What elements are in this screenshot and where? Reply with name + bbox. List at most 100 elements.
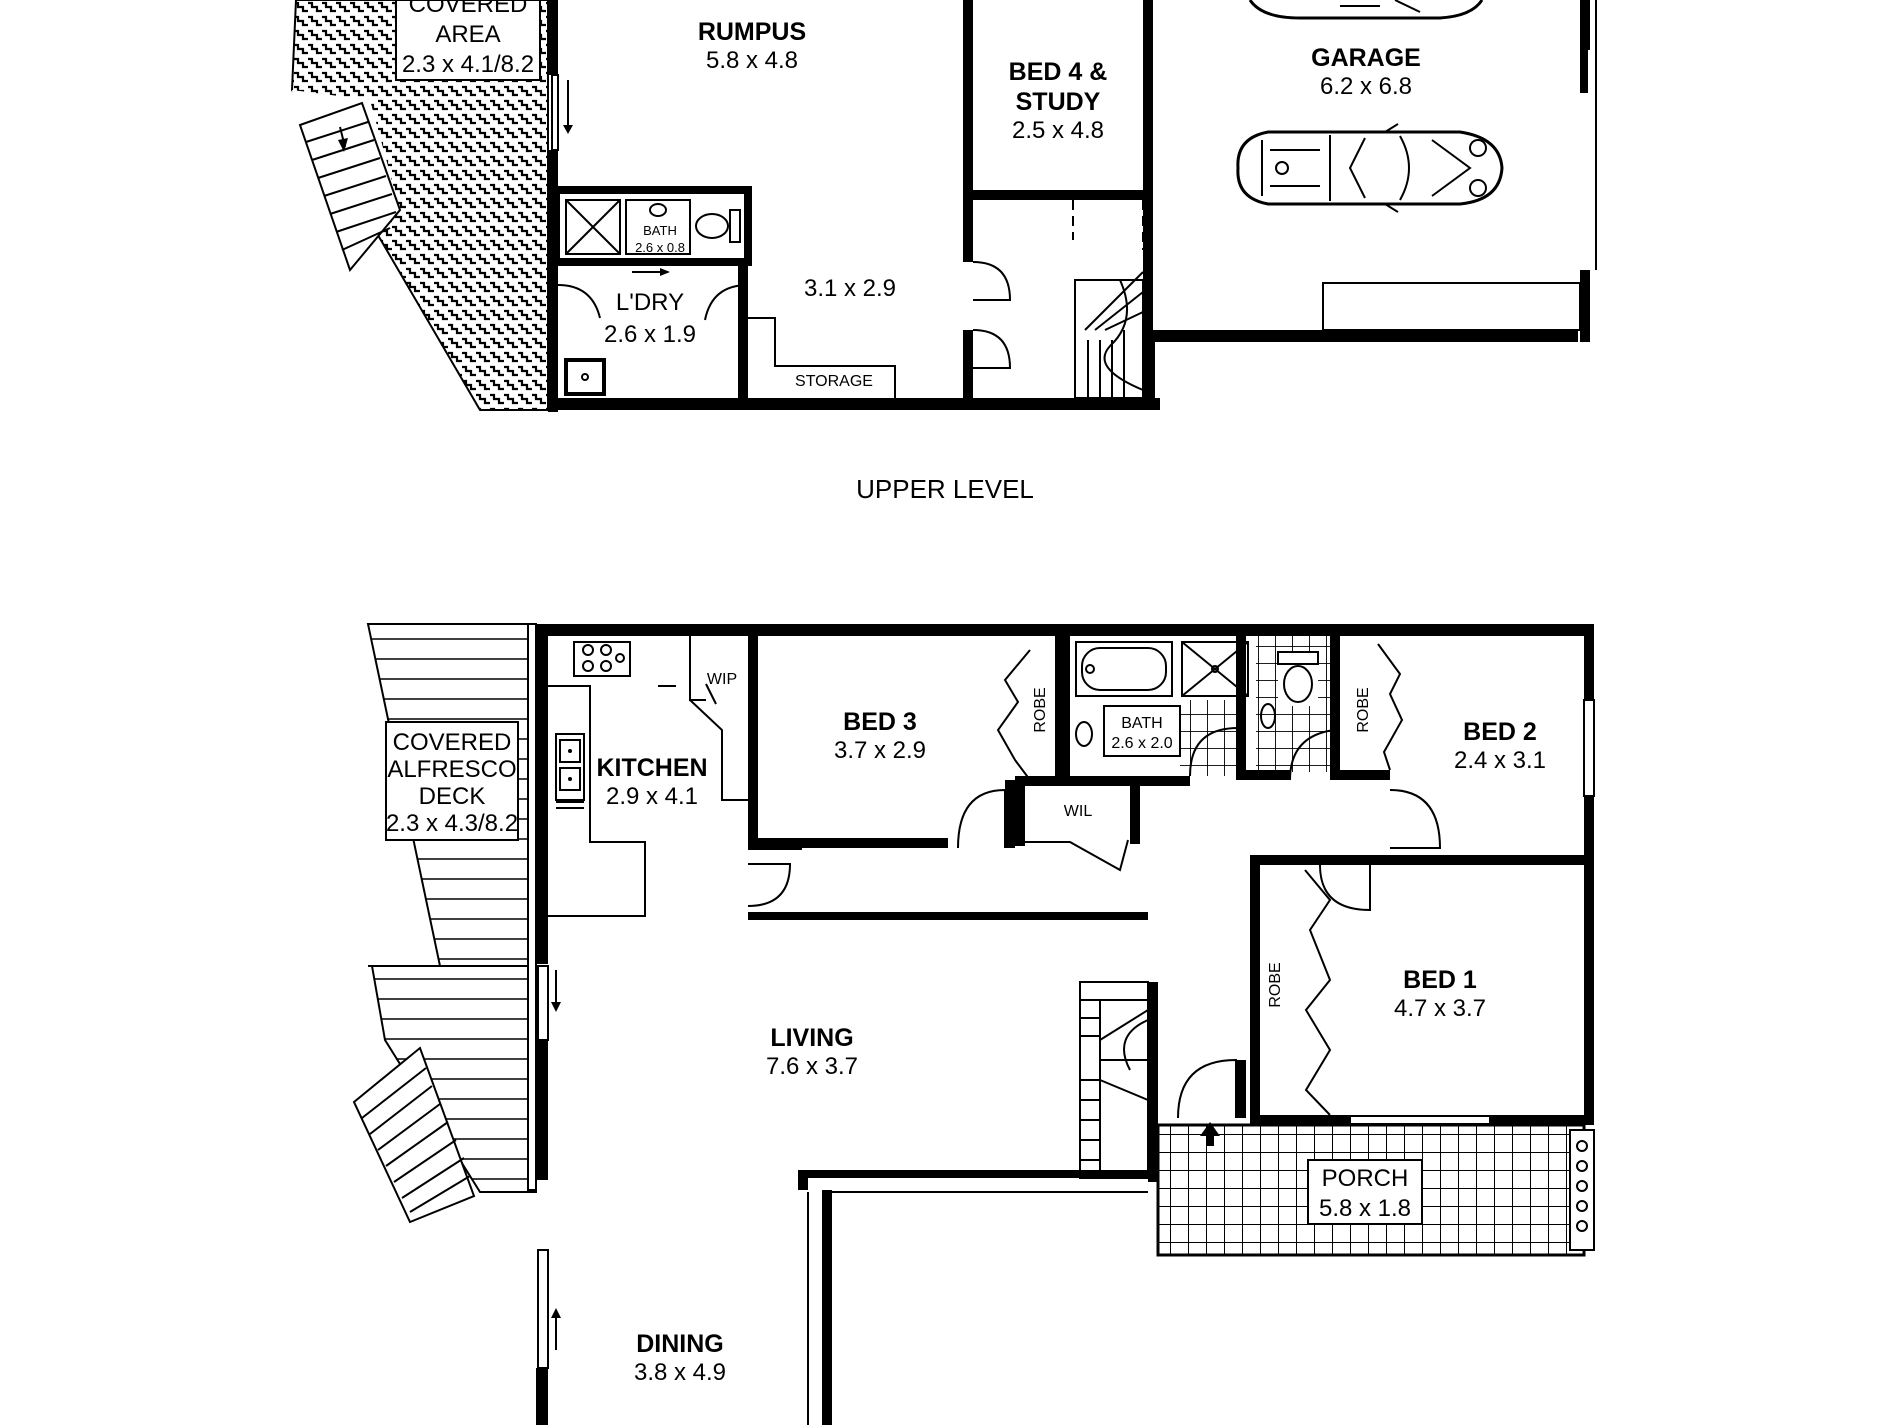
alfresco-label-box <box>385 721 519 841</box>
car-icon-upper <box>1248 0 1484 20</box>
porch-size: 5.8 x 1.8 <box>1319 1195 1411 1222</box>
lower-west-wall-low <box>536 1368 548 1425</box>
stair-enclosure-south <box>1143 330 1155 410</box>
lower-internal-stair <box>1079 981 1149 1179</box>
toilet-icon <box>695 213 729 239</box>
entry-door-swing <box>1177 1058 1237 1119</box>
basin-icon <box>649 203 667 217</box>
porch-label-box <box>1307 1159 1423 1225</box>
laundry-tub <box>564 358 606 396</box>
bed3-robe-wall <box>1005 780 1015 848</box>
bed2-south-wall <box>1380 855 1594 865</box>
garage-east-wall-top <box>1580 0 1590 50</box>
rumpus-east-wall-lower <box>963 330 973 410</box>
vanity-basin <box>1075 721 1093 747</box>
storage-label: STORAGE <box>795 373 873 390</box>
upper-bath-label: BATH <box>643 223 677 238</box>
kitchen-size: 2.9 x 4.1 <box>606 783 698 810</box>
bed4-box-west <box>963 0 973 200</box>
wil-label: WIL <box>1064 803 1093 820</box>
bed1-window <box>1349 1115 1491 1125</box>
upper-west-wall-top <box>548 0 558 75</box>
dining-size: 3.8 x 4.9 <box>634 1359 726 1386</box>
upper-level: COVERED AREA 2.3 x 4.1/8.2 <box>290 0 1597 504</box>
bed1-robe-label: ROBE <box>1267 962 1284 1007</box>
bed2-label: BED 2 <box>1463 718 1537 746</box>
lower-west-window <box>537 965 549 1041</box>
car-icon-lower <box>1236 123 1504 213</box>
laundry-label: L'DRY <box>616 289 684 316</box>
rumpus-size: 5.8 x 4.8 <box>706 47 798 74</box>
bed3-west-wall <box>748 636 758 846</box>
stair-enclosure-bottom <box>973 398 1155 410</box>
bed2-window <box>1583 699 1595 797</box>
corridor-stub <box>748 840 802 850</box>
lower-west-wall-mid <box>536 1040 548 1180</box>
bed3-robe-label: ROBE <box>1032 687 1049 732</box>
kitchen-bench <box>548 685 646 917</box>
porch-label: PORCH <box>1322 1165 1409 1192</box>
stair-east-wall <box>1148 982 1158 1182</box>
bed1-size: 4.7 x 3.7 <box>1394 995 1486 1022</box>
dining-east-wall <box>822 1190 832 1425</box>
wc-east-wall <box>1330 636 1340 780</box>
upper-level-title: UPPER LEVEL <box>856 474 1034 504</box>
alfresco-label-line1: COVERED <box>393 729 512 756</box>
living-size: 7.6 x 3.7 <box>766 1053 858 1080</box>
garage-east-wall-mid <box>1580 48 1588 93</box>
lower-external-stair <box>352 1046 476 1224</box>
garage-label: GARAGE <box>1311 44 1421 72</box>
storage-outline <box>748 317 896 398</box>
bed2-robe-doors <box>1377 643 1404 771</box>
covered-area-size: 2.3 x 4.1/8.2 <box>402 51 534 78</box>
covered-area-label-line2: AREA <box>435 21 500 48</box>
corridor-wall <box>748 912 1148 920</box>
lower-north-wall <box>536 624 1594 636</box>
bed1-west-wall <box>1250 855 1260 1125</box>
dining-label: DINING <box>636 1330 724 1358</box>
upper-internal-stair <box>1074 271 1144 399</box>
garage-south-wall <box>1143 330 1578 342</box>
garage-size: 6.2 x 6.8 <box>1320 73 1412 100</box>
kitchen-sink <box>555 733 585 801</box>
bed3-south-wall <box>748 838 948 848</box>
garage-east-wall-bottom <box>1580 270 1590 342</box>
wip-label: WIP <box>707 671 737 688</box>
bed3-robe-doors <box>996 649 1031 781</box>
upper-west-door-frame <box>551 74 559 151</box>
bed1-north-wall <box>1250 855 1380 865</box>
upper-west-wall-lower <box>548 150 558 412</box>
bath-tiles <box>1180 700 1236 776</box>
kitchen-label: KITCHEN <box>596 754 707 782</box>
alfresco-label-line3: DECK <box>419 783 486 810</box>
garage-west-wall <box>1143 200 1153 340</box>
bathtub <box>1075 641 1173 697</box>
bed4-label-line1: BED 4 & <box>1009 58 1108 86</box>
alfresco-size: 2.3 x 4.3/8.2 <box>386 810 518 837</box>
living-partition <box>798 1170 1148 1178</box>
alfresco-rail <box>527 623 537 1191</box>
covered-area-label-line1: COVERED <box>409 0 528 18</box>
bed4-box-east <box>1143 0 1153 200</box>
bed3-label: BED 3 <box>843 708 917 736</box>
bed4-size: 2.5 x 4.8 <box>1012 117 1104 144</box>
upper-bath-size: 2.6 x 0.8 <box>635 240 685 255</box>
lower-bath-label: BATH <box>1121 715 1162 732</box>
lower-toilet-icon <box>1283 665 1313 703</box>
wip-outline <box>689 636 756 801</box>
garage-bench <box>1322 282 1581 331</box>
cooktop <box>573 641 631 677</box>
bed2-size: 2.4 x 3.1 <box>1454 747 1546 774</box>
wc-south-wall <box>1236 770 1291 780</box>
wc-west-wall <box>1236 636 1246 778</box>
bed3-size: 3.7 x 2.9 <box>834 737 926 764</box>
dining-east-wall-a <box>798 1170 808 1190</box>
bed1-label: BED 1 <box>1403 966 1477 994</box>
lower-east-wall <box>1584 624 1594 1120</box>
covered-area-label-box <box>395 0 541 81</box>
lower-west-door <box>537 1249 549 1369</box>
wil-east-wall <box>1130 776 1140 844</box>
bed4-label-line2: STUDY <box>1016 88 1101 116</box>
entry-wall <box>1236 1060 1246 1118</box>
